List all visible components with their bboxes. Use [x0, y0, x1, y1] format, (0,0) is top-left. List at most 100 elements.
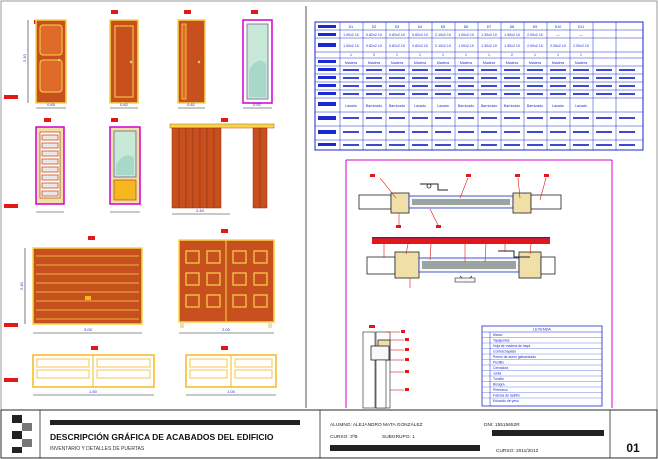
table-finish-d7: Barnizado: [481, 104, 497, 108]
table-finish-d3: Barnizado: [389, 104, 405, 108]
table-size2-d4: 0.82x2.10: [412, 44, 428, 48]
legend-item: Junta: [493, 372, 501, 376]
table-col-d4: D4: [418, 25, 423, 29]
legend-item: Marco: [493, 333, 503, 337]
legend-item: Enlucido de yeso: [493, 399, 519, 403]
table-material-d6: Madera: [460, 61, 472, 65]
dim-height-d8: 2.40: [19, 281, 24, 290]
table-material-d1: Madera: [345, 61, 357, 65]
legend-item: Pernio de acero galvanizado: [493, 355, 536, 359]
table-material-d4: Madera: [414, 61, 426, 65]
dim-width-d1: 0.85: [47, 102, 56, 107]
legend-box: LEYENDA Marco Tapajuntas Hoja de madera …: [481, 325, 603, 407]
window-elevation-1: [32, 346, 155, 396]
table-finish-d11: Lacado: [575, 104, 587, 108]
table-units-d1: 1: [350, 53, 352, 57]
table-size1-d6: 1.00x2.10: [458, 33, 474, 37]
table-units-d5: 1: [442, 53, 444, 57]
table-units-d3: 1: [396, 53, 398, 57]
table-col-d5: D5: [441, 25, 446, 29]
table-material-d11: Madera: [575, 61, 587, 65]
drawing-title: DESCRIPCIÓN GRÁFICA DE ACABADOS DEL EDIF…: [50, 431, 274, 442]
legend-item: Hoja de madera de haya: [493, 344, 530, 348]
school-year: CURSO: 2011/2012: [496, 448, 539, 454]
dim-width-d3: 0.82: [187, 102, 196, 107]
folding-door-d7: [169, 118, 275, 215]
table-material-d5: Madera: [437, 61, 449, 65]
table-size1-d11: —: [579, 33, 583, 37]
table-col-d7: D7: [487, 25, 492, 29]
dim-height-d1: 2.10: [22, 53, 27, 62]
row1-marker: [4, 95, 18, 99]
legend-item: Pestillo: [493, 361, 504, 365]
door-elevation-d3: [177, 10, 206, 109]
table-size2-d3: 0.82x2.10: [389, 44, 405, 48]
dim-width-w2: 1.00: [227, 389, 236, 394]
detail-sections-frame: [345, 159, 613, 408]
table-size1-d10: —: [556, 33, 560, 37]
table-finish-d5: Lacado: [437, 104, 449, 108]
door-elevation-d2: [109, 10, 139, 109]
table-finish-d9: Barnizado: [527, 104, 543, 108]
table-size1-d4: 0.82x2.10: [412, 33, 428, 37]
table-col-d11: D11: [578, 25, 584, 29]
table-size2-d2: 0.82x2.10: [366, 44, 382, 48]
sheet-number: 01: [626, 441, 640, 455]
legend-item: Bisagra: [493, 383, 505, 387]
door-elevation-d6: [109, 118, 141, 213]
table-col-d3: D3: [395, 25, 400, 29]
table-col-d6: D6: [464, 25, 469, 29]
window-elevation-2: [185, 346, 277, 396]
double-door-d9: [178, 229, 275, 334]
legend-item: Premarco: [493, 388, 508, 392]
row2-marker: [4, 204, 18, 208]
table-material-d3: Madera: [391, 61, 403, 65]
legend-item: Tornillo: [493, 377, 504, 381]
table-finish-d8: Barnizado: [504, 104, 520, 108]
vertical-section-detail: [362, 325, 409, 409]
table-size1-d1: 1.00x2.10: [343, 33, 359, 37]
table-units-d7: 1: [488, 53, 490, 57]
table-size1-d8: 1.50x2.10: [504, 33, 520, 37]
course-label: CURSO: 3ºB: [330, 434, 358, 440]
table-finish-d10: Lacado: [552, 104, 564, 108]
row4-marker: [4, 378, 18, 382]
table-size2-d10: 2.00x2.10: [550, 44, 566, 48]
legend-title: LEYENDA: [533, 328, 551, 332]
table-size2-d5: 2.10x2.10: [435, 44, 451, 48]
table-finish-d1: Lacado: [345, 104, 357, 108]
table-size2-d9: 2.00x2.10: [527, 44, 543, 48]
plan-section-detail-1: [358, 174, 562, 228]
plan-section-detail-2: [366, 237, 556, 288]
table-units-d11: 1: [580, 53, 582, 57]
legend-item: Cerradura: [493, 366, 508, 370]
dim-width-d7: 2.40: [196, 208, 205, 213]
table-units-d2: 2: [373, 53, 375, 57]
legend-item: Tapajuntas: [493, 339, 510, 343]
student-name: ALUMNO: ALEJANDRO MATA GONZÁLEZ: [330, 421, 423, 428]
table-units-d10: 1: [557, 53, 559, 57]
table-material-d7: Madera: [483, 61, 495, 65]
door-elevation-d1: [27, 19, 67, 109]
dim-width-d2: 0.82: [120, 102, 129, 107]
table-col-d1: D1: [349, 25, 354, 29]
table-size1-d5: 2.10x2.10: [435, 33, 451, 37]
table-material-d10: Madera: [552, 61, 564, 65]
table-material-d9: Madera: [529, 61, 541, 65]
table-size2-d8: 1.50x2.10: [504, 44, 520, 48]
drawing-subtitle: INVENTARIO Y DETALLES DE PUERTAS: [50, 446, 145, 452]
school-logo: [12, 415, 32, 453]
table-size2-d1: 1.00x2.10: [343, 44, 359, 48]
table-units-d4: 1: [419, 53, 421, 57]
legend-item: Contrachapado: [493, 350, 516, 354]
row3-marker: [4, 323, 18, 327]
table-finish-d2: Barnizado: [366, 104, 382, 108]
table-size1-d2: 0.82x2.10: [366, 33, 382, 37]
dim-width-d8: 3.00: [84, 327, 93, 332]
table-col-d8: D8: [510, 25, 515, 29]
table-size2-d7: 1.30x2.10: [481, 44, 497, 48]
table-material-d2: Madera: [368, 61, 380, 65]
garage-door-d8: [24, 236, 143, 334]
table-material-d8: Madera: [506, 61, 518, 65]
